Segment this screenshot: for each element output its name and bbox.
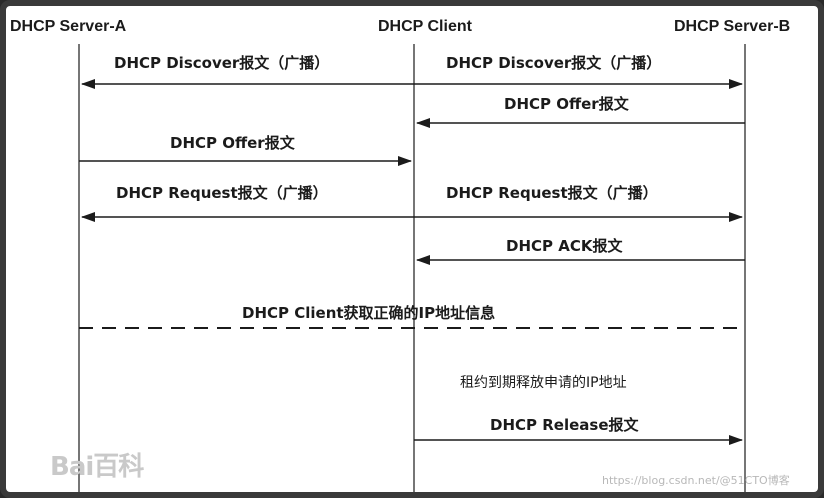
label-offer-b: DHCP Offer报文: [504, 95, 629, 113]
label-offer-a: DHCP Offer报文: [170, 134, 295, 152]
participant-client: DHCP Client: [378, 18, 472, 35]
participant-server-b: DHCP Server-B: [674, 18, 791, 35]
baike-watermark: Bai百科: [50, 452, 144, 482]
label-lease-expiry: 租约到期释放申请的IP地址: [460, 375, 627, 391]
site-watermark: https://blog.csdn.net/@51CTO博客: [602, 474, 790, 487]
sequence-lines: [78, 44, 746, 492]
label-ack: DHCP ACK报文: [506, 237, 623, 255]
label-discover-a: DHCP Discover报文（广播）: [114, 54, 330, 72]
participant-server-a: DHCP Server-A: [10, 18, 127, 35]
label-request-a: DHCP Request报文（广播）: [116, 184, 328, 202]
label-discover-b: DHCP Discover报文（广播）: [446, 54, 662, 72]
label-release: DHCP Release报文: [490, 416, 639, 434]
label-client-gets-ip: DHCP Client获取正确的IP地址信息: [242, 304, 496, 322]
label-request-b: DHCP Request报文（广播）: [446, 184, 658, 202]
